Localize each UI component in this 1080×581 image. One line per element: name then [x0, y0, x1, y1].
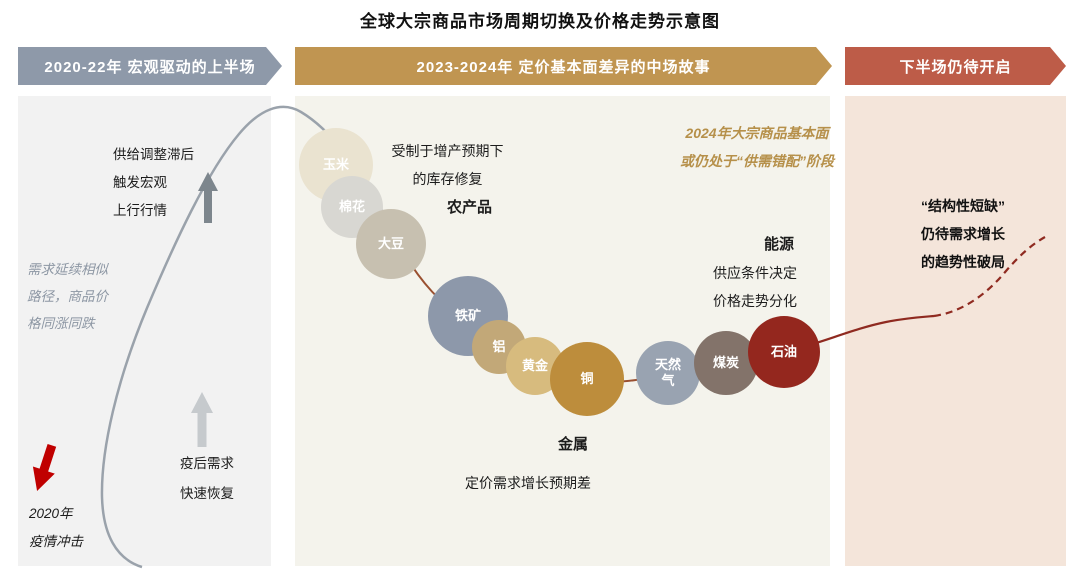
- diagram-title: 全球大宗商品市场周期切换及价格走势示意图: [360, 12, 720, 31]
- note-line: 价格走势分化: [713, 293, 797, 309]
- supply-adjust-note: 供给调整滞后 触发宏观 上行行情: [113, 141, 194, 225]
- note-line: 或仍处于“供需错配”阶段: [680, 153, 834, 169]
- commodity-label: 天然气: [654, 357, 681, 388]
- agri-inventory-note: 受制于增产预期下 的库存修复: [360, 137, 535, 193]
- commodity-label: 石油: [770, 344, 797, 360]
- commodity-label: 黄金: [521, 358, 548, 374]
- banner-second-half: 下半场仍待开启: [845, 47, 1066, 85]
- agri-products-label: 农产品: [447, 199, 493, 216]
- commodity-label: 玉米: [322, 157, 349, 173]
- banner-mid-game-label: 2023-2024年 定价基本面差异的中场故事: [416, 58, 711, 76]
- note-line: 路径，商品价: [27, 289, 108, 304]
- metal-label: 金属: [558, 436, 589, 453]
- energy-supply-note: 供应条件决定 价格走势分化: [713, 259, 797, 315]
- commodity-label: 铜: [580, 371, 594, 387]
- note-line: 上行行情: [113, 203, 167, 218]
- note-line: 供给调整滞后: [113, 147, 194, 162]
- commodity-coal: 煤炭: [694, 331, 758, 395]
- commodity-natural-gas: 天然气: [636, 341, 700, 405]
- commodity-copper: 铜: [550, 342, 624, 416]
- structural-shortage-note: “结构性短缺” 仍待需求增长 的趋势性破局: [878, 192, 1048, 276]
- banner-first-half: 2020-22年 宏观驱动的上半场: [18, 47, 282, 85]
- note-line: 触发宏观: [113, 175, 167, 190]
- commodity-label: 大豆: [377, 236, 404, 252]
- commodity-label: 铁矿: [454, 308, 481, 324]
- post-covid-recovery-note: 疫后需求 快速恢复: [180, 449, 234, 509]
- supply-demand-mismatch-note: 2024年大宗商品基本面 或仍处于“供需错配”阶段: [650, 119, 864, 175]
- note-line: 2024年大宗商品基本面: [685, 125, 829, 141]
- note-line: 疫情冲击: [29, 534, 83, 549]
- banner-second-half-label: 下半场仍待开启: [899, 58, 1012, 76]
- note-line: 疫后需求: [180, 456, 234, 471]
- banner-mid-game: 2023-2024年 定价基本面差异的中场故事: [295, 47, 832, 85]
- panel-second-half: [845, 96, 1066, 566]
- note-line: 快速恢复: [180, 486, 234, 501]
- commodity-soybean: 大豆: [356, 209, 426, 279]
- demand-path-note: 需求延续相似 路径，商品价 格同涨同跌: [27, 256, 108, 337]
- energy-label: 能源: [764, 236, 795, 253]
- commodity-label: 煤炭: [712, 355, 739, 371]
- note-line: 2020年: [29, 506, 73, 521]
- note-line: 格同涨同跌: [27, 316, 95, 331]
- note-line: 供应条件决定: [713, 265, 797, 281]
- covid-shock-note: 2020年 疫情冲击: [29, 500, 83, 556]
- note-line: 的趋势性破局: [921, 254, 1005, 270]
- note-line: 的库存修复: [412, 171, 483, 187]
- note-line: “结构性短缺”: [921, 198, 1005, 214]
- banner-first-half-label: 2020-22年 宏观驱动的上半场: [44, 58, 256, 76]
- note-line: 仍待需求增长: [921, 226, 1005, 242]
- commodity-label: 棉花: [338, 199, 365, 215]
- metal-demand-note: 定价需求增长预期差: [465, 475, 591, 491]
- note-line: 需求延续相似: [27, 262, 108, 277]
- commodity-label: 铝: [492, 339, 506, 355]
- commodity-oil: 石油: [748, 316, 820, 388]
- note-line: 受制于增产预期下: [391, 143, 504, 159]
